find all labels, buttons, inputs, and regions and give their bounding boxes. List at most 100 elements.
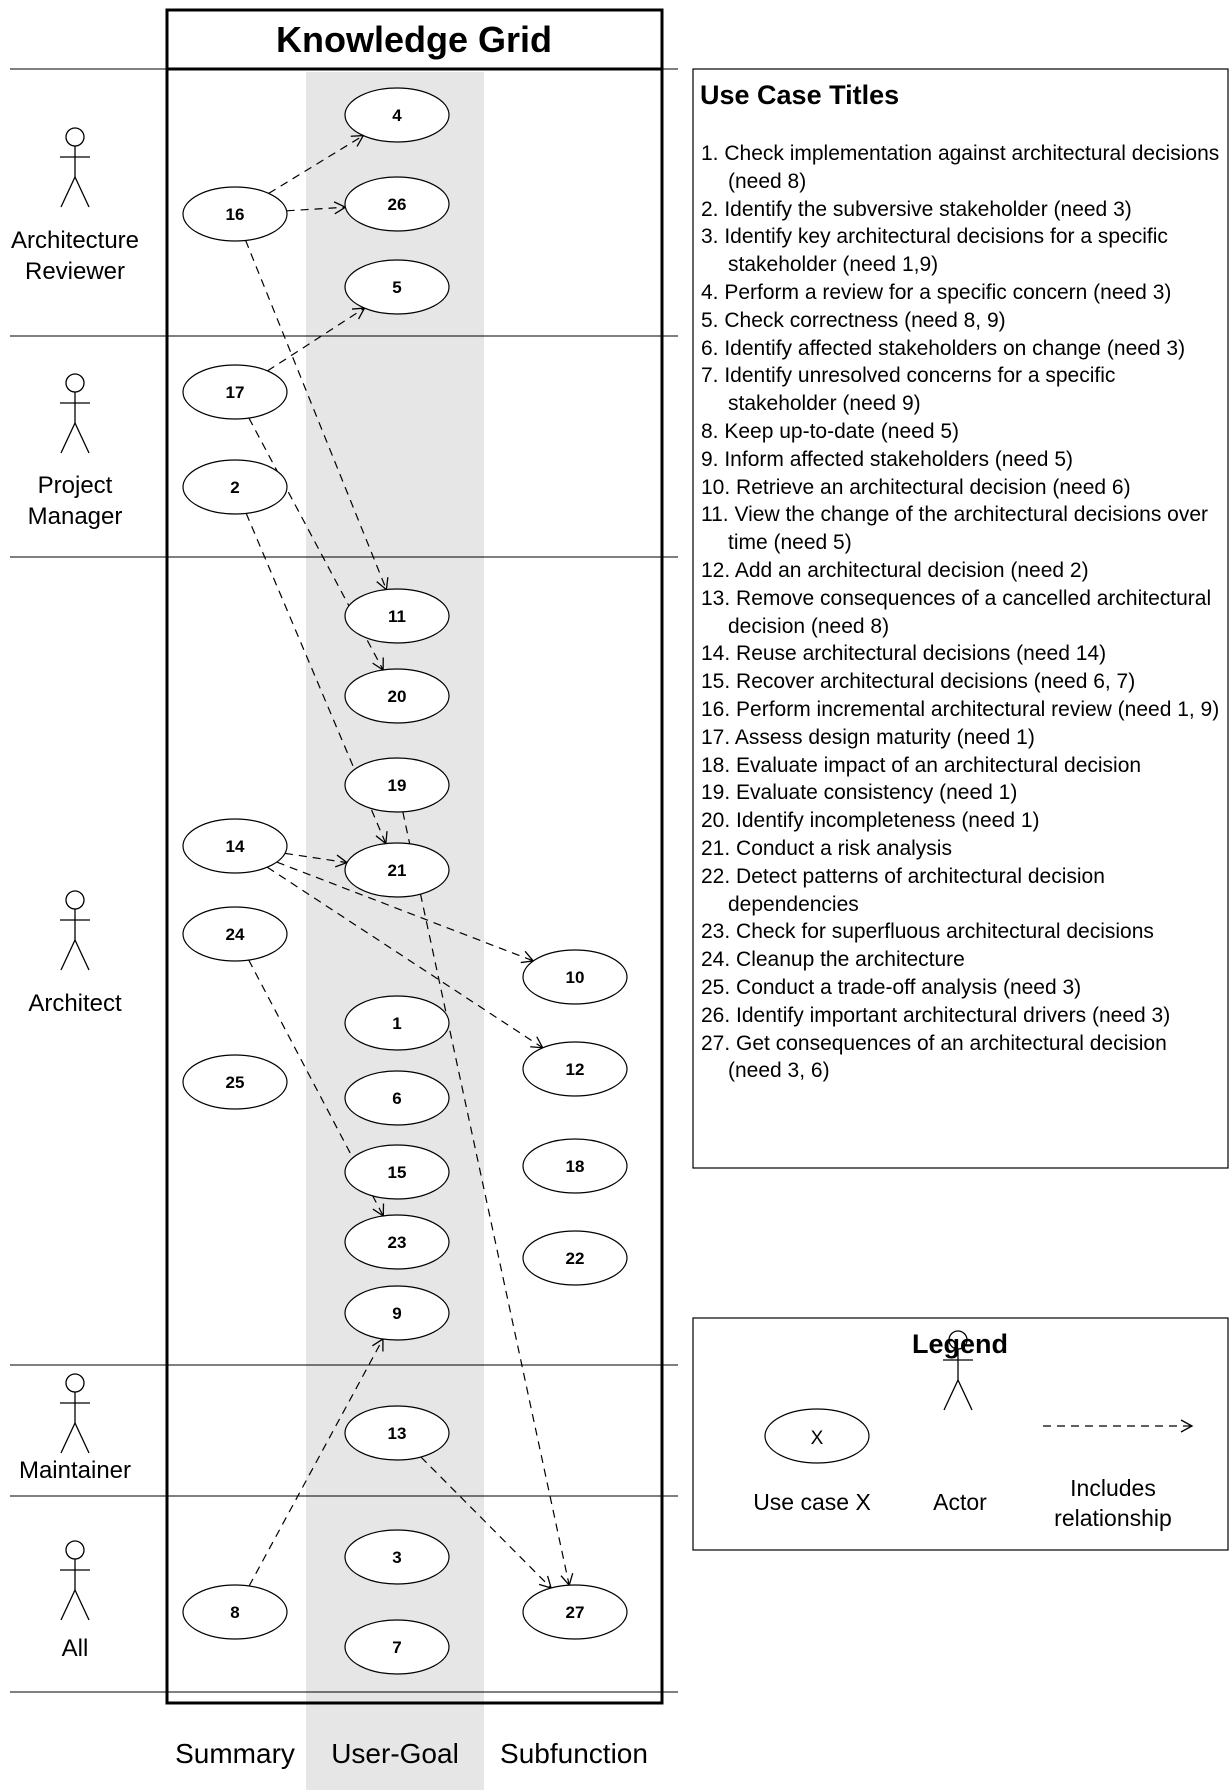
- use-case-label: 13: [388, 1424, 407, 1443]
- use-case-title-item: 17. Assess design maturity (need 1): [701, 725, 1035, 749]
- use-case-15: 15: [344, 1144, 450, 1200]
- use-case-27: 27: [522, 1584, 628, 1640]
- use-case-label: 23: [388, 1233, 407, 1252]
- actor-label-architect: Architect: [28, 990, 122, 1017]
- use-case-title-item: 18. Evaluate impact of an architectural …: [701, 753, 1142, 777]
- use-case-22: 22: [522, 1230, 628, 1286]
- use-case-label: 10: [566, 968, 585, 987]
- actor-figure-architecture-reviewer: [60, 127, 90, 208]
- use-case-18: 18: [522, 1138, 628, 1194]
- user-goal-column-shading: [306, 72, 484, 1790]
- include-edge-13-to-27: [420, 1456, 553, 1589]
- use-case-title-item: 15. Recover architectural decisions (nee…: [701, 670, 1136, 694]
- include-edge-17-to-20: [248, 417, 384, 672]
- use-case-label: 17: [226, 383, 245, 402]
- use-case-title-item: 12. Add an architectural decision (need …: [701, 558, 1089, 582]
- use-case-ellipse: [344, 1529, 450, 1585]
- use-case-ellipse: [344, 1405, 450, 1461]
- legend-actor-icon: [943, 1330, 973, 1411]
- use-case-label: 25: [226, 1073, 245, 1092]
- use-case-11: 11: [344, 588, 450, 644]
- use-case-label: 20: [388, 687, 407, 706]
- actor-figure-all: [60, 1540, 90, 1621]
- use-case-label: 12: [566, 1060, 585, 1079]
- use-case-16: 16: [182, 186, 288, 242]
- use-case-label: 1: [392, 1014, 401, 1033]
- use-case-25: 25: [182, 1054, 288, 1110]
- actor-label-project-manager: Project: [38, 472, 113, 499]
- use-case-title-item: 7. Identify unresolved concerns for a sp…: [701, 364, 1116, 416]
- use-case-26: 26: [344, 176, 450, 232]
- legend-use-case-label: Use case X: [753, 1489, 871, 1515]
- use-case-title-item: 24. Cleanup the architecture: [701, 948, 965, 972]
- use-case-3: 3: [344, 1529, 450, 1585]
- use-case-ellipse: [522, 1584, 628, 1640]
- use-case-14: 14: [182, 818, 288, 874]
- use-case-ellipse: [344, 176, 450, 232]
- legend-heading: Legend: [912, 1329, 1008, 1359]
- use-case-titles-heading: Use Case Titles: [700, 80, 899, 110]
- legend-panel: Legend X Use case X Actor Includes relat…: [692, 1317, 1229, 1551]
- use-case-label: 24: [226, 925, 245, 944]
- column-label-user-goal: User-Goal: [331, 1738, 459, 1769]
- use-case-title-item: 21. Conduct a risk analysis: [701, 836, 952, 860]
- use-case-8: 8: [182, 1584, 288, 1640]
- use-case-ellipse: [522, 1230, 628, 1286]
- actor-label-maintainer: Maintainer: [19, 1457, 131, 1484]
- use-case-title-item: 9. Inform affected stakeholders (need 5): [701, 447, 1073, 471]
- use-case-23: 23: [344, 1214, 450, 1270]
- use-case-ellipse: [344, 259, 450, 315]
- use-case-ellipse: [182, 186, 288, 242]
- legend-use-case-x: X: [811, 1428, 824, 1449]
- use-case-label: 9: [392, 1304, 401, 1323]
- use-case-title-item: 27. Get consequences of an architectural…: [701, 1031, 1167, 1083]
- use-case-ellipse: [344, 87, 450, 143]
- use-case-ellipse: [182, 1584, 288, 1640]
- use-case-ellipse: [344, 1285, 450, 1341]
- use-case-24: 24: [182, 906, 288, 962]
- use-case-ellipse: [344, 1214, 450, 1270]
- use-case-title-item: 20. Identify incompleteness (need 1): [701, 809, 1040, 833]
- use-case-7: 7: [344, 1619, 450, 1675]
- use-case-ellipse: [522, 1041, 628, 1097]
- legend-actor-label: Actor: [933, 1489, 987, 1515]
- actor-label-architecture-reviewer: Reviewer: [25, 258, 125, 285]
- use-case-ellipse: [344, 1619, 450, 1675]
- use-case-ellipse: [344, 757, 450, 813]
- column-label-summary: Summary: [175, 1738, 295, 1769]
- use-case-ellipse: [182, 906, 288, 962]
- knowledge-grid-frame: [165, 8, 664, 1705]
- use-case-ellipse: [344, 588, 450, 644]
- actor-figure-maintainer: [60, 1373, 90, 1454]
- use-case-6: 6: [344, 1070, 450, 1126]
- use-case-title-item: 1. Check implementation against architec…: [701, 142, 1220, 193]
- use-case-ellipse: [522, 1138, 628, 1194]
- include-edge-17-to-5: [267, 307, 366, 372]
- use-case-label: 11: [388, 607, 406, 626]
- actor-figure-architect: [60, 890, 90, 971]
- use-case-ellipse: [182, 459, 288, 515]
- use-case-2: 2: [182, 459, 288, 515]
- use-case-10: 10: [522, 949, 628, 1005]
- legend-use-case-symbol: [764, 1408, 870, 1464]
- use-case-label: 21: [388, 861, 407, 880]
- include-edge-8-to-9: [248, 1337, 384, 1587]
- use-case-ellipse: [182, 1054, 288, 1110]
- include-edge-16-to-11: [245, 240, 389, 591]
- grid-title: Knowledge Grid: [276, 19, 552, 60]
- use-case-title-item: 25. Conduct a trade-off analysis (need 3…: [701, 975, 1082, 999]
- use-case-5: 5: [344, 259, 450, 315]
- use-case-label: 19: [388, 776, 407, 795]
- include-edge-14-to-21: [284, 852, 349, 868]
- actor-label-all: All: [62, 1635, 89, 1662]
- use-case-9: 9: [344, 1285, 450, 1341]
- use-case-ellipse: [182, 818, 288, 874]
- use-case-title-item: 4. Perform a review for a specific conce…: [701, 280, 1172, 304]
- column-labels: Summary User-Goal Subfunction: [175, 1738, 648, 1769]
- use-case-title-item: 14. Reuse architectural decisions (need …: [701, 642, 1107, 666]
- use-case-label: 7: [392, 1638, 401, 1657]
- include-edge-16-to-4: [268, 134, 365, 194]
- use-case-ellipse: [182, 364, 288, 420]
- use-case-21: 21: [344, 842, 450, 898]
